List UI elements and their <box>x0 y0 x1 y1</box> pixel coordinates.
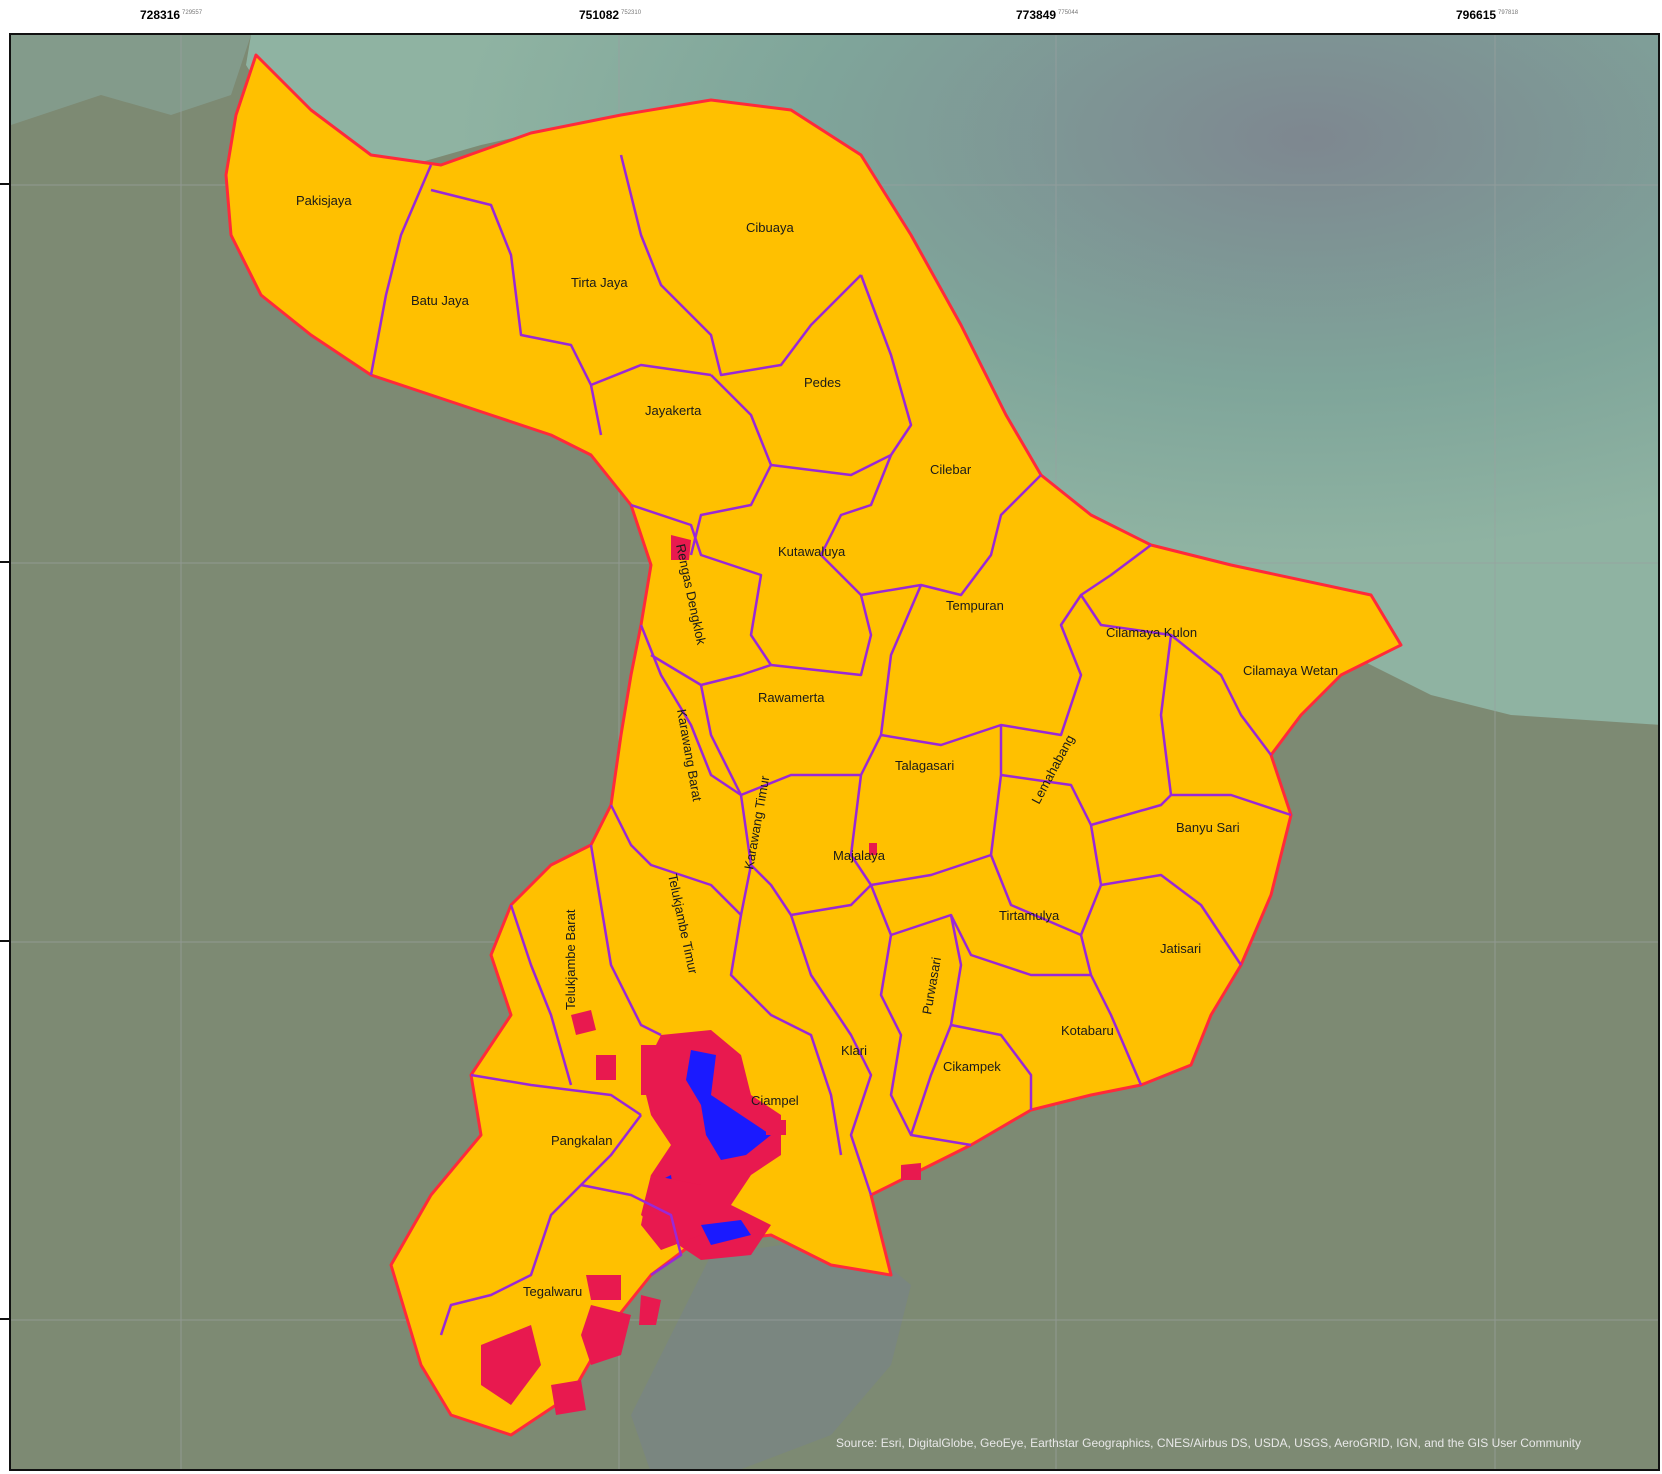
label-pangkalan: Pangkalan <box>551 1133 612 1148</box>
basemap-attribution: Source: Esri, DigitalGlobe, GeoEye, Eart… <box>836 1436 1581 1450</box>
sea-area-west <box>11 35 251 125</box>
label-cibuaya: Cibuaya <box>746 220 794 235</box>
sea-area <box>246 35 1658 725</box>
northing-tick-3 <box>0 940 9 942</box>
label-cikampek: Cikampek <box>943 1059 1001 1074</box>
label-jayakerta: Jayakerta <box>645 403 702 418</box>
northing-tick-1 <box>0 183 9 185</box>
label-telukjambe-barat: Telukjambe Barat <box>563 909 578 1010</box>
label-pakisjaya: Pakisjaya <box>296 193 352 208</box>
label-tirta-jaya: Tirta Jaya <box>571 275 628 290</box>
northing-tick-4 <box>0 1318 9 1320</box>
label-talagasari: Talagasari <box>895 758 954 773</box>
label-cilamaya-wetan: Cilamaya Wetan <box>1243 663 1338 678</box>
label-klari: Klari <box>841 1043 867 1058</box>
district-boundaries <box>369 154 1292 1336</box>
label-pedes: Pedes <box>804 375 841 390</box>
reservoir <box>631 1235 911 1469</box>
district-labels: Pakisjaya Batu Jaya Tirta Jaya Cibuaya P… <box>296 193 1338 1299</box>
label-tempuran: Tempuran <box>946 598 1004 613</box>
map-frame[interactable]: Pakisjaya Batu Jaya Tirta Jaya Cibuaya P… <box>9 33 1660 1471</box>
label-majalaya: Majalaya <box>833 848 886 863</box>
label-kotabaru: Kotabaru <box>1061 1023 1114 1038</box>
label-jatisari: Jatisari <box>1160 941 1201 956</box>
northing-tick-2 <box>0 561 9 563</box>
label-batu-jaya: Batu Jaya <box>411 293 470 308</box>
label-tegalwaru: Tegalwaru <box>523 1284 582 1299</box>
label-kutawaluya: Kutawaluya <box>778 544 846 559</box>
label-rawamerta: Rawamerta <box>758 690 825 705</box>
map-canvas[interactable]: Pakisjaya Batu Jaya Tirta Jaya Cibuaya P… <box>11 35 1660 1471</box>
regency-area[interactable] <box>224 53 1403 1437</box>
hazard-zones <box>481 535 921 1415</box>
label-ciampel: Ciampel <box>751 1093 799 1108</box>
label-cilamaya-kulon: Cilamaya Kulon <box>1106 625 1197 640</box>
label-tirtamulya: Tirtamulya <box>999 908 1060 923</box>
label-banyu-sari: Banyu Sari <box>1176 820 1240 835</box>
label-cilebar: Cilebar <box>930 462 972 477</box>
